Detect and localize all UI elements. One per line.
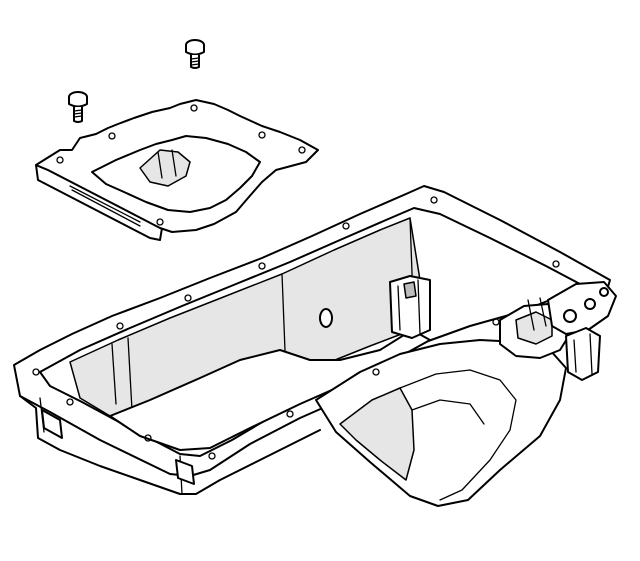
bolt-upper-icon bbox=[185, 39, 205, 69]
bolt-left-icon bbox=[68, 91, 88, 123]
oil-pan-icon bbox=[13, 185, 617, 507]
oil-pan-baffle-icon bbox=[35, 99, 319, 241]
